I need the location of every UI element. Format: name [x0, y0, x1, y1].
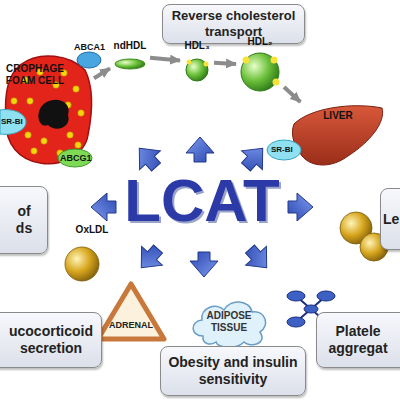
adrenal-gland: ADRENAL	[95, 280, 167, 342]
lipid-droplet	[73, 86, 79, 92]
node-text: OxLDL	[68, 224, 116, 236]
apo-dot	[187, 60, 192, 65]
abcg1-transporter	[58, 149, 92, 167]
title-word: LCAT	[118, 168, 286, 234]
node-text: ADRENAL	[105, 320, 157, 330]
liver-organ: LIVER	[290, 102, 385, 170]
platelet	[287, 291, 305, 301]
chevron-arrow	[240, 240, 278, 277]
component-label: SR-BI	[271, 145, 293, 154]
process-box: Obesity and insulin sensitivity	[160, 346, 306, 396]
hdl-disc: ndHDL	[110, 40, 150, 72]
platelet	[304, 305, 318, 313]
process-box: Le	[380, 188, 400, 250]
lipid-droplet	[41, 138, 47, 144]
flow-arrow	[150, 58, 180, 61]
component-label: ABCG1	[60, 153, 92, 163]
chevron-arrow	[131, 240, 169, 277]
sphere-shape	[65, 247, 99, 281]
process-box: Reverse cholesterol transport	[162, 4, 305, 44]
lipid-droplet	[27, 98, 33, 104]
srbi-receptor	[267, 140, 301, 160]
flow-arrow	[284, 87, 300, 102]
oxldl-particle: OxLDL	[60, 224, 116, 284]
node-text: ADIPOSE TISSUE	[196, 310, 262, 333]
node-text: LIVER	[318, 110, 358, 122]
process-box: ucocorticoid secretion	[0, 312, 102, 368]
node-text: Le	[383, 211, 399, 228]
srbi-receptor	[0, 110, 26, 135]
flow-arrow	[214, 63, 236, 64]
apo-dot	[204, 62, 209, 67]
component-label: SR-BI	[1, 117, 23, 126]
component-label: ABCA1	[74, 42, 105, 52]
adipose-cloud: ADIPOSE TISSUE	[188, 296, 270, 348]
lcat-arrows	[91, 137, 313, 277]
platelet	[317, 291, 335, 301]
chevron-arrow	[288, 193, 313, 221]
lipid-droplet	[31, 148, 37, 154]
node-text: Reverse cholesterol transport	[163, 8, 304, 39]
lipid-droplet	[75, 142, 81, 148]
abca1-transporter	[77, 52, 101, 68]
node-text: of ds	[12, 203, 36, 237]
process-box: of ds	[0, 186, 48, 254]
node-text: HDL₃	[180, 40, 214, 52]
process-box: Platele aggregat	[316, 312, 400, 368]
hdl-particle: HDL₂	[236, 36, 284, 94]
node-text: Obesity and insulin sensitivity	[161, 354, 305, 388]
flow-arrow	[94, 68, 110, 78]
disc-shape	[115, 59, 145, 69]
chevron-arrow	[91, 193, 116, 221]
apo-dot	[271, 57, 278, 64]
chevron-arrow	[190, 252, 218, 277]
liver-shape	[292, 106, 382, 165]
node-text: CROPHAGE FOAM CELL	[0, 63, 70, 86]
triangle-shape	[98, 284, 164, 339]
lipid-droplet	[11, 98, 17, 104]
chevron-arrow	[186, 137, 214, 162]
platelet	[287, 317, 305, 327]
node-text: HDL₂	[236, 36, 284, 48]
lipid-droplet	[25, 132, 31, 138]
node-text: Platele aggregat	[317, 323, 399, 357]
apo-dot	[243, 57, 250, 64]
cloud-shape	[193, 302, 265, 347]
cell-nucleus	[38, 100, 68, 129]
node-text: ndHDL	[110, 40, 150, 52]
node-text: ucocorticoid secretion	[1, 323, 101, 357]
sphere-shape	[241, 53, 279, 91]
sphere-shape	[186, 59, 208, 81]
apo-dot	[273, 79, 280, 86]
hdl-particle: HDL₃	[180, 40, 214, 84]
lipid-droplet	[67, 132, 73, 138]
node-outline	[95, 280, 167, 342]
lipid-droplet	[78, 110, 84, 116]
